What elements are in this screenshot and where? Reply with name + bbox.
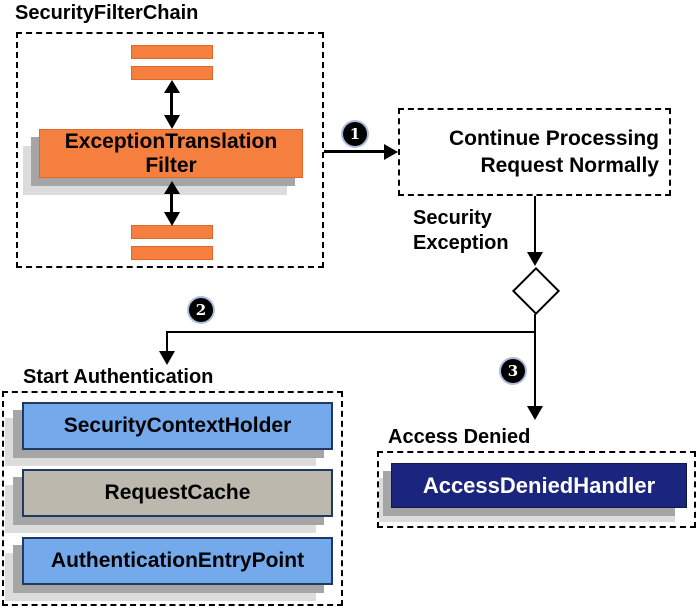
securitycontextholder-label: SecurityContextHolder bbox=[63, 414, 292, 437]
securityfilterchain-box bbox=[16, 32, 324, 268]
security-exception-label-line1: Security bbox=[413, 207, 492, 229]
accessdeniedhandler-box: AccessDeniedHandler bbox=[391, 463, 687, 508]
authenticationentrypoint-box: AuthenticationEntryPoint bbox=[22, 537, 333, 585]
securityfilterchain-title: SecurityFilterChain bbox=[15, 2, 199, 24]
filter-bar-top-1 bbox=[131, 45, 213, 59]
requestcache-box: RequestCache bbox=[22, 469, 333, 517]
continue-processing-label-line2: Request Normally bbox=[480, 154, 659, 177]
filter-bar-top-2 bbox=[131, 66, 213, 80]
arrow-shaft bbox=[324, 150, 385, 153]
arrow-shaft bbox=[534, 196, 536, 253]
continue-processing-label-line1: Continue Processing bbox=[448, 127, 659, 150]
step2-badge: 2 bbox=[189, 298, 213, 322]
start-authentication-box bbox=[2, 391, 343, 606]
arrowhead-up-icon bbox=[164, 181, 180, 194]
arrowhead-right-icon bbox=[384, 144, 398, 160]
exceptiontranslationfilter-label-line1: ExceptionTranslation bbox=[64, 129, 278, 153]
start-authentication-title: Start Authentication bbox=[23, 366, 214, 388]
start-auth-drop-line bbox=[166, 331, 168, 352]
accessdeniedhandler-label: AccessDeniedHandler bbox=[422, 472, 656, 498]
arrowhead-down-icon bbox=[164, 115, 180, 129]
start-auth-branch-line bbox=[167, 331, 536, 333]
decision-diamond bbox=[511, 266, 561, 316]
continue-processing-box: Continue Processing Request Normally bbox=[398, 108, 671, 196]
filter-bar-bottom-1 bbox=[131, 225, 213, 239]
step1-badge: 1 bbox=[343, 122, 367, 146]
step3-badge: 3 bbox=[501, 359, 525, 383]
securitycontextholder-box: SecurityContextHolder bbox=[22, 402, 333, 450]
authenticationentrypoint-label: AuthenticationEntryPoint bbox=[50, 549, 305, 572]
arrowhead-up-icon bbox=[164, 80, 180, 93]
arrow-shaft bbox=[170, 90, 173, 120]
access-denied-title: Access Denied bbox=[388, 426, 531, 448]
access-denied-branch-line bbox=[534, 314, 536, 407]
requestcache-label: RequestCache bbox=[104, 481, 251, 504]
arrowhead-down-icon bbox=[527, 406, 543, 420]
exceptiontranslationfilter-box: ExceptionTranslation Filter bbox=[39, 129, 303, 178]
security-exception-label-line2: Exception bbox=[413, 232, 509, 254]
arrowhead-down-icon bbox=[159, 351, 175, 365]
arrowhead-down-icon bbox=[527, 252, 543, 266]
arrowhead-down-icon bbox=[164, 212, 180, 226]
access-denied-box bbox=[377, 451, 696, 528]
filter-bar-bottom-2 bbox=[131, 246, 213, 260]
security-exception-label: Security Exception bbox=[413, 206, 509, 256]
arrow-shaft bbox=[170, 191, 173, 217]
exceptiontranslationfilter-label-line2: Filter bbox=[145, 153, 197, 177]
